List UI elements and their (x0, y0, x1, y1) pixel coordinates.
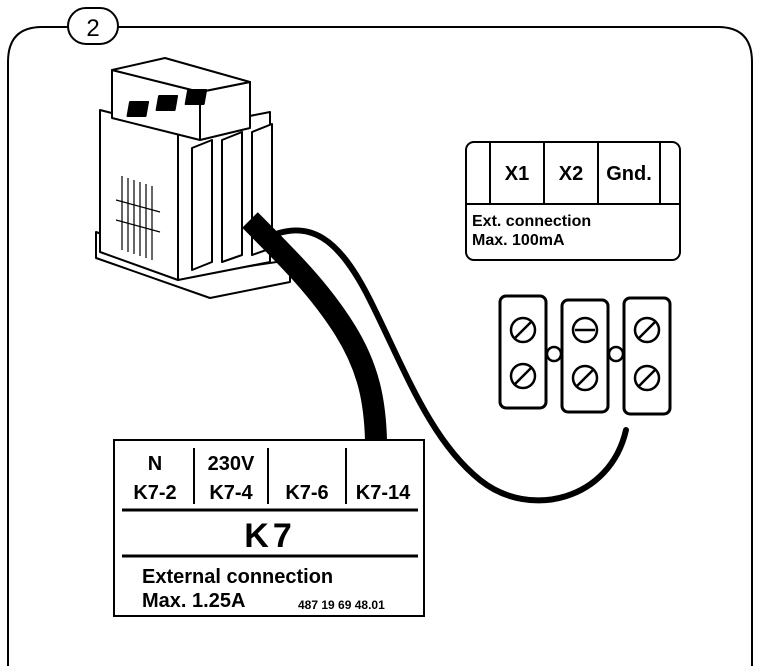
k7-col2-bottom: K7-4 (209, 482, 253, 504)
ext-connection-text: Ext. connection (472, 213, 591, 230)
k7-title: K7 (244, 517, 295, 555)
k7-col2-top: 230V (208, 453, 255, 475)
cable-signal (259, 227, 629, 504)
relay-contactor-icon (95, 57, 291, 299)
k7-col1-top: N (148, 453, 162, 475)
step-number: 2 (86, 15, 99, 42)
k7-col1-bottom: K7-2 (133, 482, 176, 504)
terminal-block-icon (498, 294, 672, 416)
figure-frame (7, 26, 753, 666)
k7-external-connection: External connection (142, 566, 333, 588)
terminal-gnd: Gnd. (606, 163, 652, 185)
k7-col4-bottom: K7-14 (356, 482, 411, 504)
k7-col3-bottom: K7-6 (285, 482, 328, 504)
terminal-x1: X1 (505, 163, 529, 185)
label-ext-connection: X1 X2 Gnd. Ext. connection Max. 100mA (465, 141, 681, 261)
k7-max-current: Max. 1.25A (142, 590, 245, 612)
cable-bundle (242, 212, 387, 441)
k7-part-number: 487 19 69 48.01 (298, 598, 385, 612)
label-k7: N 230V K7-2 K7-4 K7-6 K7-14 K7 External … (113, 439, 425, 617)
ext-max-current: Max. 100mA (472, 232, 565, 249)
step-badge: 2 (67, 7, 119, 45)
terminal-x2: X2 (559, 163, 583, 185)
